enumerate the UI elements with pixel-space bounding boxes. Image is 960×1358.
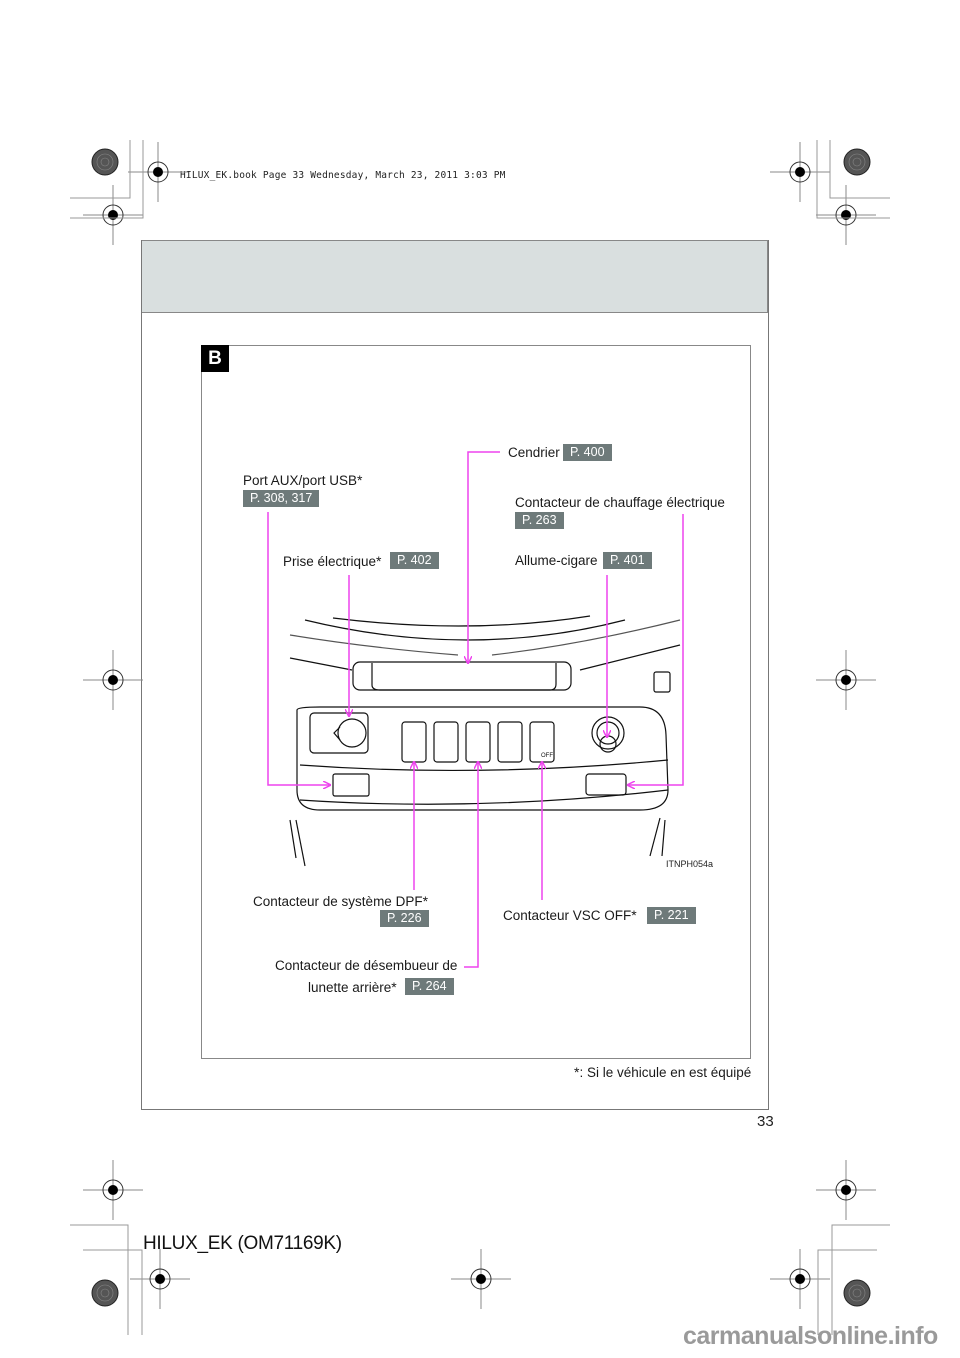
page-ref-badge-desembueur[interactable]: P. 264 [405, 978, 454, 995]
leader-cendrier [468, 451, 500, 663]
footnote: *: Si le véhicule en est équipé [574, 1064, 751, 1080]
leader-port-aux-usb [267, 512, 330, 785]
figure-panel [201, 345, 751, 1059]
registration-mark-icon [82, 649, 144, 711]
registration-mark-icon [815, 649, 877, 711]
leader-lines [267, 451, 684, 968]
asterisk-icon: * [376, 553, 382, 569]
leader-chauffage [628, 514, 684, 785]
callout-desembueur-line1: Contacteur de désembueur de [275, 958, 457, 973]
callout-label: lunette arrière [308, 980, 392, 995]
registration-mark-icon [82, 1159, 144, 1221]
callout-label: Prise électrique [283, 554, 377, 569]
callout-label: Cendrier [508, 445, 560, 460]
callout-label: Contacteur de système DPF [253, 894, 423, 909]
callout-port-aux-usb: Port AUX/port USB* [243, 472, 363, 488]
callout-desembueur-line2: lunette arrière* [308, 979, 397, 995]
page-ref-badge-chauffage[interactable]: P. 263 [515, 512, 564, 529]
header-strip [141, 240, 768, 313]
footnote-text: : Si le véhicule en est équipé [579, 1065, 752, 1080]
rosette-icon [843, 148, 871, 176]
callout-cendrier: Cendrier [508, 445, 560, 460]
rosette-icon [843, 1279, 871, 1307]
rear-defogger-switch [465, 721, 491, 763]
callout-label: Contacteur VSC OFF [503, 908, 632, 923]
registration-marks [70, 140, 890, 1335]
callout-label: Contacteur de chauffage électrique [515, 495, 725, 510]
callout-label: Port AUX/port USB [243, 473, 358, 488]
watermark: carmanualsonline.info [683, 1322, 938, 1350]
page-number: 33 [757, 1113, 774, 1130]
registration-mark-icon [815, 1159, 877, 1221]
panel-letter: B [201, 345, 229, 372]
registration-mark-icon [127, 141, 189, 203]
rosette-icon [91, 1279, 119, 1307]
registration-mark-icon [815, 184, 877, 246]
registration-mark-icon [769, 141, 831, 203]
callout-dpf: Contacteur de système DPF* [253, 893, 428, 909]
callout-prise: Prise électrique* [283, 553, 382, 569]
page-ref-badge-prise[interactable]: P. 402 [390, 552, 439, 569]
registration-mark-icon [82, 184, 144, 246]
dpf-switch [401, 721, 427, 763]
callout-allume-cigare: Allume-cigare [515, 553, 598, 568]
registration-mark-icon [450, 1248, 512, 1310]
asterisk-icon: * [422, 893, 429, 909]
rosette-icon [91, 148, 119, 176]
page-frame [141, 240, 769, 1110]
page-ref-badge-allume-cigare[interactable]: P. 401 [603, 552, 652, 569]
print-slug: HILUX_EK.book Page 33 Wednesday, March 2… [180, 170, 506, 181]
blank-switch [497, 721, 523, 763]
callout-label: Contacteur de désembueur de [275, 958, 458, 973]
page-ref-badge-cendrier[interactable]: P. 400 [563, 444, 612, 461]
asterisk-icon: * [391, 979, 397, 995]
callout-chauffage: Contacteur de chauffage électrique [515, 495, 725, 510]
asterisk-icon: * [357, 472, 363, 488]
footer-title: HILUX_EK (OM71169K) [143, 1233, 342, 1254]
registration-mark-icon [769, 1248, 831, 1310]
blank-switch [433, 721, 459, 763]
page-ref-badge-dpf[interactable]: P. 226 [380, 910, 429, 927]
asterisk-icon: * [631, 907, 637, 923]
leader-desembueur [464, 762, 478, 968]
figure-code: ITNPH054a [666, 859, 714, 869]
page-ref-badge-vsc-off[interactable]: P. 221 [647, 907, 696, 924]
asterisk-icon: * [574, 1064, 580, 1080]
callout-label: Allume-cigare [515, 553, 598, 568]
callout-vsc-off: Contacteur VSC OFF* [503, 907, 637, 923]
off-icon-text: OFF [541, 753, 553, 759]
page-ref-badge-port-aux-usb[interactable]: P. 308, 317 [243, 490, 320, 507]
registration-mark-icon [129, 1248, 191, 1310]
